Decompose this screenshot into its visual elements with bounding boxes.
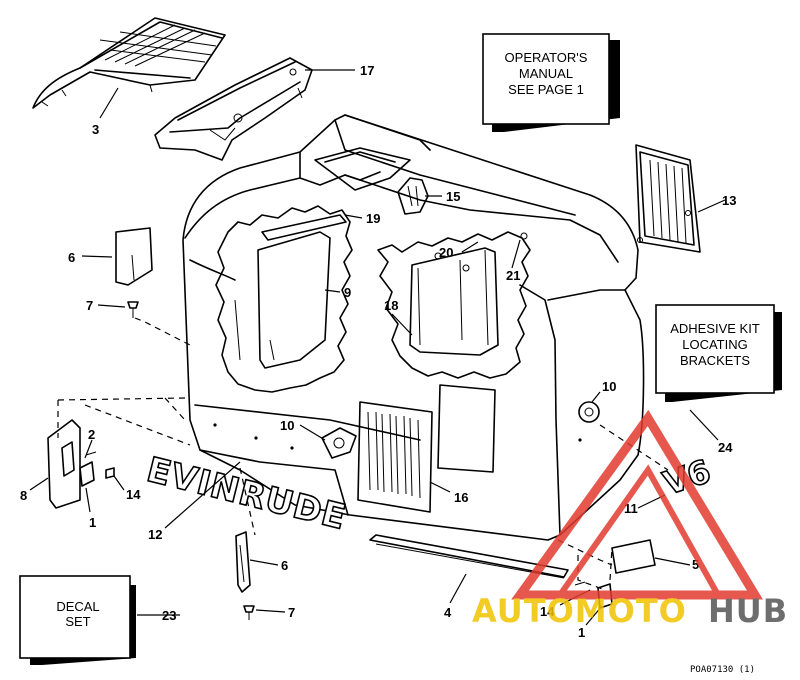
screw-left	[105, 467, 115, 479]
callout-16: 16	[454, 490, 468, 505]
top-grille-part	[32, 17, 226, 109]
note-line-1: DECAL	[56, 599, 99, 614]
callout-10-right: 10	[602, 379, 616, 394]
evinrude-lettering: EVINRUDE	[143, 450, 351, 538]
callout-numbers: 3 17 15 13 19 6 20 21 9 7 18 10 10 2 8 1…	[20, 63, 736, 640]
callout-14-left: 14	[126, 487, 141, 502]
note-line-1: ADHESIVE KIT	[670, 321, 760, 336]
callout-10-center: 10	[280, 418, 294, 433]
callout-24: 24	[718, 440, 733, 455]
footer-code: POA07130 (1)	[690, 665, 755, 675]
engine-cover	[182, 114, 645, 541]
callout-14-right: 14	[540, 604, 555, 619]
callout-1-right: 1	[578, 625, 585, 640]
callout-2: 2	[88, 427, 95, 442]
callout-15: 15	[446, 189, 460, 204]
operators-manual-note: OPERATOR'S MANUAL SEE PAGE 1	[482, 33, 620, 132]
screw-upper-left	[127, 301, 139, 318]
callout-13: 13	[722, 193, 736, 208]
callout-6-upper: 6	[68, 250, 75, 265]
watermark-brand-left: AUTOMOTO	[472, 592, 687, 630]
callout-21: 21	[506, 268, 520, 283]
cutaway-left	[215, 205, 353, 393]
note-line-3: BRACKETS	[680, 353, 750, 368]
callout-6-lower: 6	[281, 558, 288, 573]
callout-3: 3	[92, 122, 99, 137]
watermark-logo: AUTOMOTO HUB	[472, 409, 788, 630]
note-line-2: LOCATING	[682, 337, 748, 352]
evinrude-decal: EVINRUDE	[142, 449, 351, 539]
callout-20: 20	[439, 245, 453, 260]
adhesive-kit-note: ADHESIVE KIT LOCATING BRACKETS	[655, 304, 782, 402]
callout-18: 18	[384, 298, 398, 313]
callout-7-lower: 7	[288, 605, 295, 620]
callout-4: 4	[444, 605, 452, 620]
bracket-lower-left	[235, 531, 251, 593]
screw-lower-left	[243, 605, 255, 620]
latch-knob-right	[578, 401, 600, 423]
cover-vent-grille	[357, 384, 496, 513]
small-bracket-part	[397, 177, 429, 215]
rear-cover-part	[154, 57, 313, 161]
callout-23: 23	[162, 608, 176, 623]
callout-17: 17	[360, 63, 374, 78]
callout-1-left: 1	[89, 515, 96, 530]
callout-19: 19	[366, 211, 380, 226]
note-line-1: OPERATOR'S	[505, 50, 588, 65]
callout-5: 5	[692, 557, 699, 572]
side-plate-left	[47, 419, 97, 509]
rear-grille-part	[635, 144, 701, 253]
side-plate-right	[574, 539, 656, 609]
latch-knob-center	[321, 427, 357, 459]
callout-8: 8	[20, 488, 27, 503]
note-line-3: SEE PAGE 1	[508, 82, 584, 97]
callout-9: 9	[344, 285, 351, 300]
watermark-brand-right: HUB	[708, 592, 788, 630]
mounting-holes	[213, 423, 582, 450]
decal-set-note: DECAL SET	[19, 575, 136, 665]
callout-11: 11	[624, 501, 638, 516]
callout-7-upper: 7	[86, 298, 93, 313]
cutaway-right	[377, 231, 531, 379]
bracket-upper-left	[115, 227, 153, 286]
callout-12: 12	[148, 527, 162, 542]
note-line-2: MANUAL	[519, 66, 573, 81]
assembly-lines	[57, 317, 669, 591]
note-line-2: SET	[65, 614, 90, 629]
leader-lines	[29, 69, 726, 626]
